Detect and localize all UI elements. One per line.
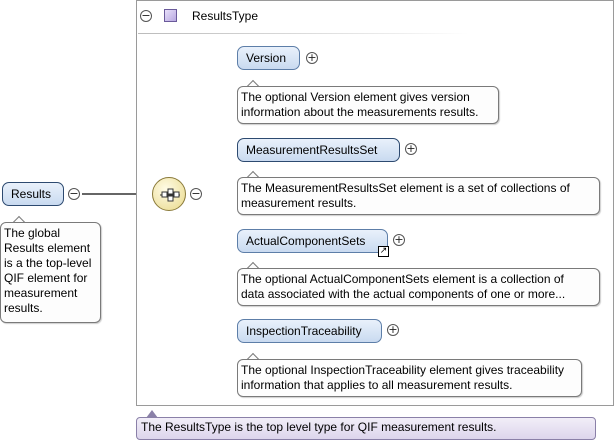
complex-type-icon <box>164 9 177 22</box>
annotation-line: The optional ActualComponentSets element… <box>241 272 564 286</box>
expand-measurement-results-set-button[interactable]: + <box>405 142 417 155</box>
annotation-results-type: The ResultsType is the top level type fo… <box>136 417 596 440</box>
annotation-text: The ResultsType is the top level type fo… <box>141 420 497 434</box>
annotation-inspection-traceability: The optional InspectionTraceability elem… <box>237 359 582 397</box>
annotation-tail <box>146 410 158 418</box>
element-results[interactable]: Results <box>2 182 64 206</box>
element-label: Version <box>246 51 287 65</box>
element-label: MeasurementResultsSet <box>246 143 378 157</box>
collapse-sequence-button[interactable]: − <box>190 187 202 200</box>
element-version[interactable]: Version <box>237 46 300 70</box>
expand-inspection-traceability-button[interactable]: + <box>387 323 399 336</box>
expand-version-button[interactable]: + <box>306 51 318 64</box>
annotation-line: information about the measurements resul… <box>241 105 479 119</box>
annotation-line: data associated with the actual componen… <box>241 287 566 301</box>
annotation-actual-component-sets: The optional ActualComponentSets element… <box>237 268 600 306</box>
annotation-measurement-results-set: The MeasurementResultsSet element is a s… <box>237 177 600 215</box>
annotation-results: The global Results element is a the top-… <box>0 222 101 323</box>
element-actual-component-sets[interactable]: ActualComponentSets <box>237 229 388 253</box>
element-label: ActualComponentSets <box>246 234 366 248</box>
annotation-version: The optional Version element gives versi… <box>237 86 499 124</box>
annotation-line: The optional Version element gives versi… <box>241 90 470 104</box>
element-label: InspectionTraceability <box>246 324 362 338</box>
annotation-line: measurement results. <box>241 196 357 210</box>
element-label: Results <box>11 187 52 201</box>
annotation-line: information that applies to all measurem… <box>241 378 513 392</box>
annotation-line: The MeasurementResultsSet element is a s… <box>241 181 570 195</box>
type-title: ResultsType <box>192 9 259 23</box>
header-divider <box>138 33 468 34</box>
collapse-type-button[interactable]: − <box>140 9 152 22</box>
annotation-text: The global Results element is a the top-… <box>4 226 92 315</box>
sequence-compositor-icon[interactable] <box>152 177 186 211</box>
expand-actual-component-sets-button[interactable]: + <box>393 233 405 246</box>
collapse-results-button[interactable]: − <box>68 187 80 200</box>
element-measurement-results-set[interactable]: MeasurementResultsSet <box>237 138 400 162</box>
annotation-line: The optional InspectionTraceability elem… <box>241 363 565 377</box>
element-inspection-traceability[interactable]: InspectionTraceability <box>237 319 382 343</box>
reference-arrow-icon: ↗ <box>378 246 389 257</box>
